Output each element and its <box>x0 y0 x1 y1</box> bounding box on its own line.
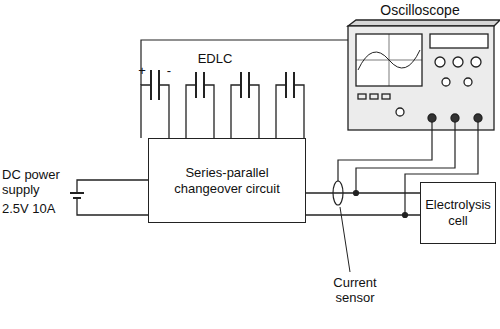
instrument-label: Oscilloscope <box>360 2 480 18</box>
polarity-sign: - <box>163 64 175 79</box>
component-label: EDLC <box>188 52 242 67</box>
rating-label: 2.5V 10A <box>2 202 68 217</box>
node-text: Electrolysis cell <box>425 197 491 228</box>
sensor-label: Current sensor <box>318 276 392 306</box>
wire-connector <box>306 214 420 215</box>
edlc-capacitors <box>141 70 304 138</box>
polarity-sign: + <box>136 64 148 79</box>
cell-box: Electrolysis cell <box>420 182 496 244</box>
process-box: Series-parallel changeover circuit <box>148 138 306 223</box>
wire-connector <box>306 192 420 193</box>
node-text: Series-parallel changeover circuit <box>155 165 299 196</box>
dc-supply-battery <box>70 180 148 215</box>
oscilloscope-symbol <box>348 20 500 130</box>
source-label: DC power supply <box>2 168 66 198</box>
